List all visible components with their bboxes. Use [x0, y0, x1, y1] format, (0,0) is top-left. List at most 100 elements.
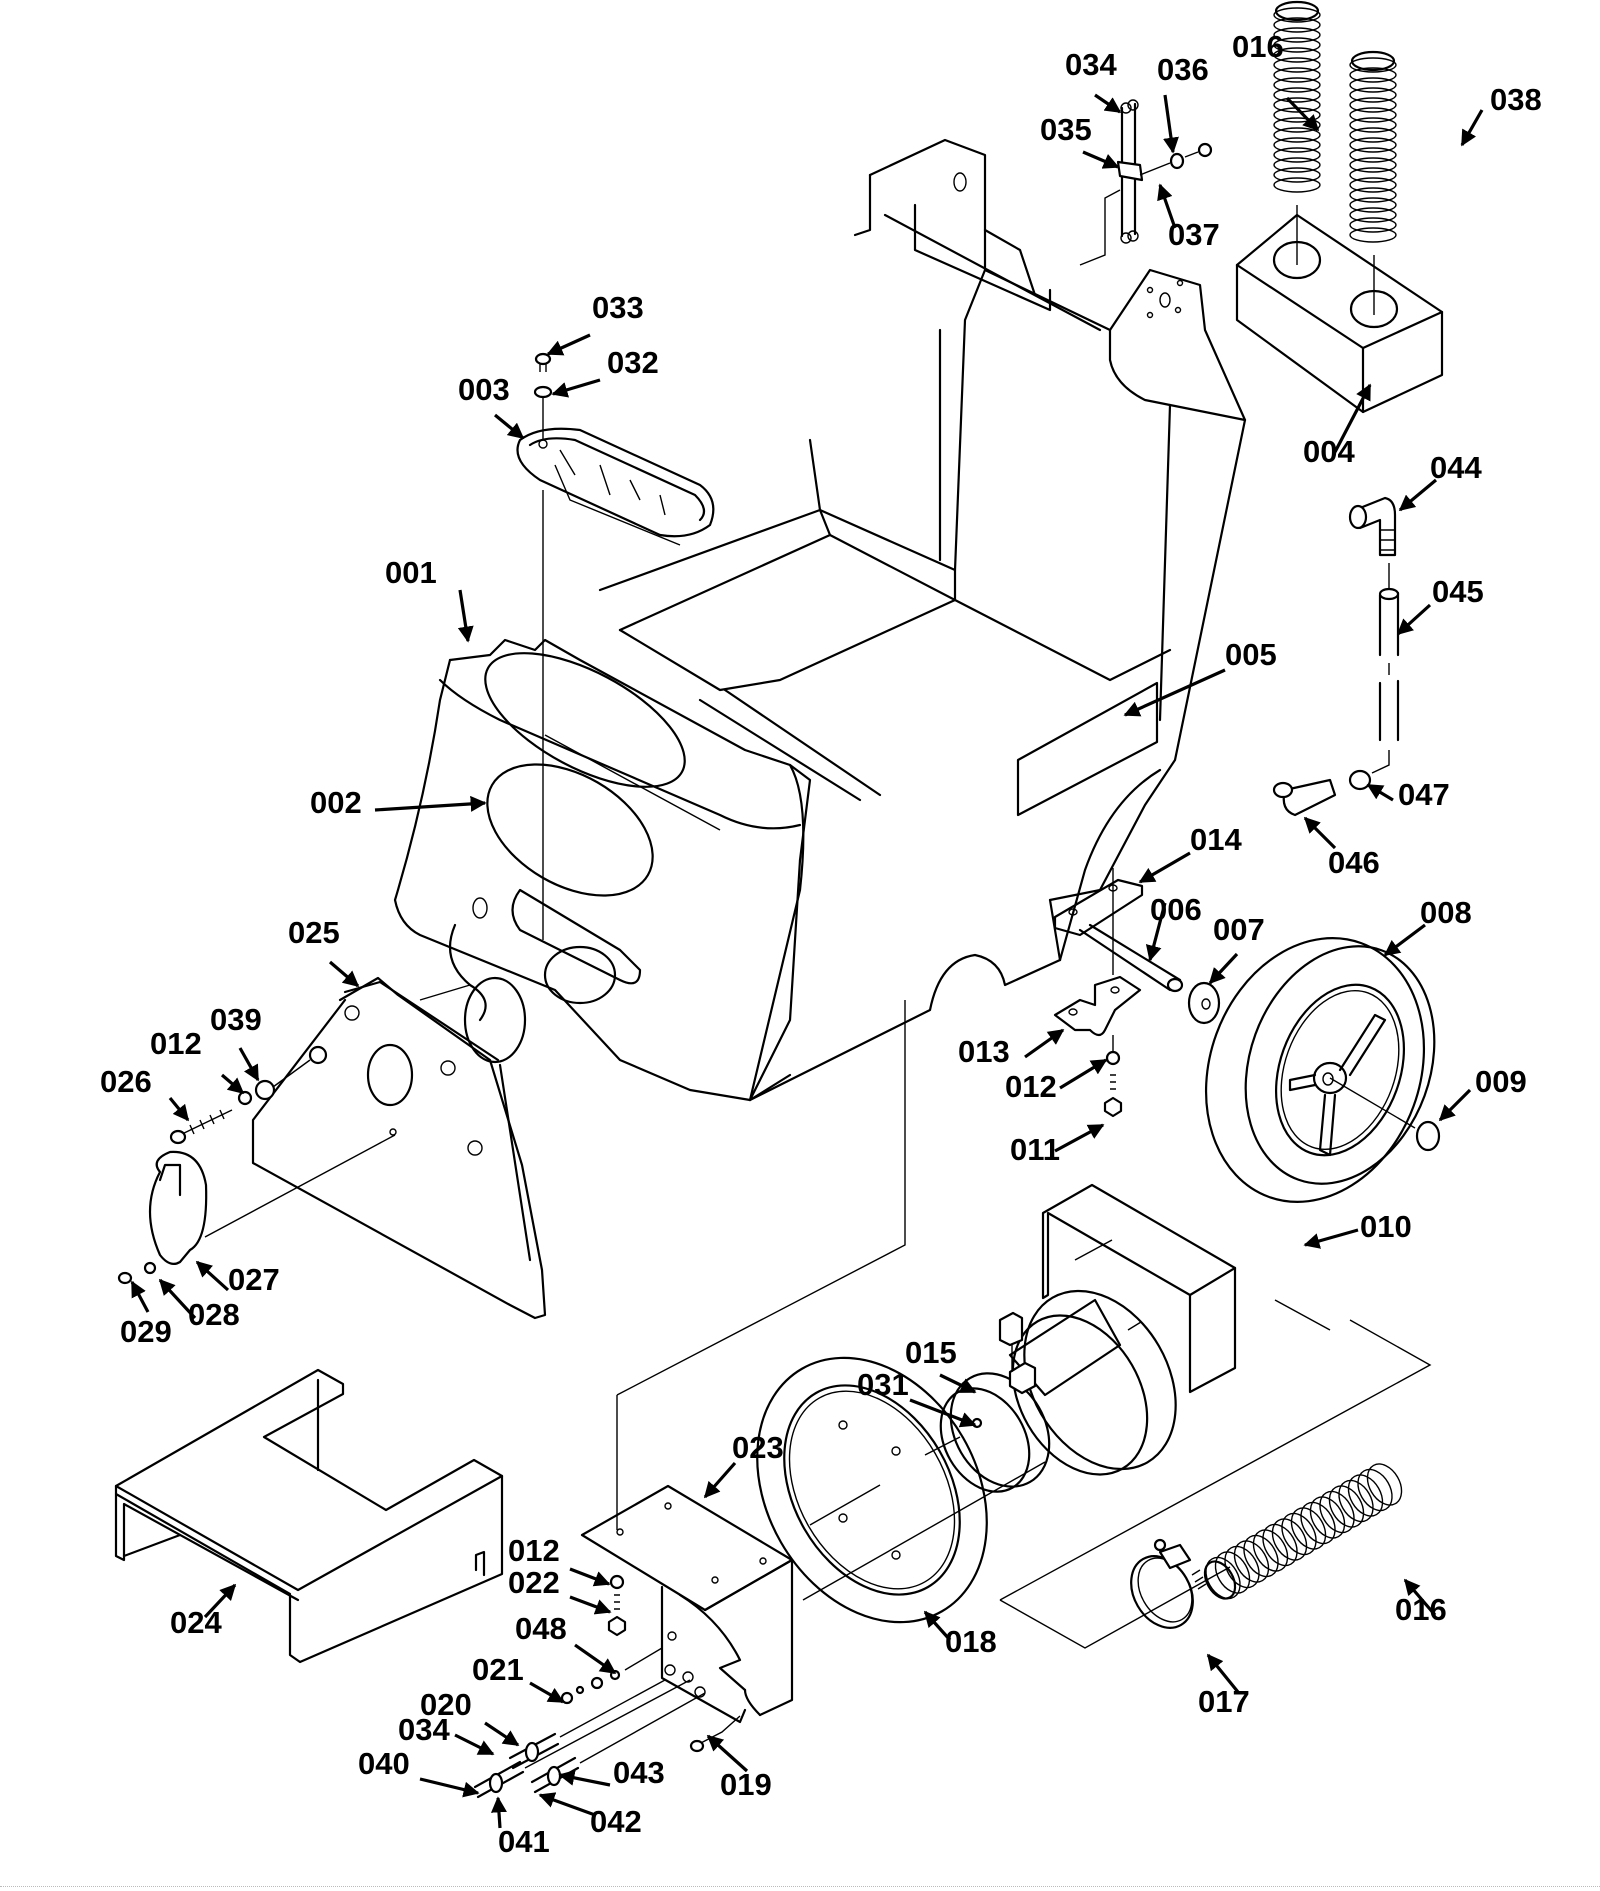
hose-clamp-017	[1130, 1538, 1207, 1629]
part-callout-011: 011	[1010, 1123, 1105, 1167]
leader-arrow	[1333, 383, 1372, 453]
leader-arrow	[1303, 1228, 1359, 1249]
handle-rod-assembly	[1079, 99, 1213, 266]
part-label: 014	[1190, 822, 1242, 857]
part-callout-010: 010	[1303, 1209, 1412, 1249]
leader-arrow	[1206, 1653, 1240, 1694]
part-label: 013	[958, 1034, 1010, 1069]
screw-019	[696, 1715, 741, 1746]
leader-arrow	[1094, 93, 1122, 114]
part-callout-026: 026	[100, 1064, 190, 1122]
part-label: 028	[188, 1297, 240, 1332]
part-label: 006	[1150, 892, 1202, 927]
part-callout-023: 023	[703, 1430, 784, 1499]
part-label: 019	[720, 1767, 772, 1802]
part-callout-015: 015	[905, 1335, 977, 1394]
part-callout-014: 014	[1138, 822, 1242, 884]
base-cover	[114, 1368, 504, 1664]
part-label: 048	[515, 1611, 567, 1646]
part-label: 012	[508, 1533, 560, 1568]
part-callout-037: 037	[1157, 183, 1220, 252]
part-label: 034	[1065, 47, 1117, 82]
part-label: 038	[1490, 82, 1542, 117]
leader-arrow	[490, 1796, 507, 1829]
wheel	[1204, 937, 1436, 1203]
part-label: 047	[1398, 777, 1450, 812]
part-callout-003: 003	[458, 372, 525, 440]
motor-gasket	[756, 1356, 1046, 1624]
part-callout-012: 012	[1005, 1058, 1108, 1104]
part-label: 023	[732, 1430, 784, 1465]
leader-arrow	[1398, 478, 1438, 512]
leader-arrow	[923, 1610, 952, 1642]
part-label: 045	[1432, 574, 1484, 609]
part-label: 029	[120, 1314, 172, 1349]
screw-026	[179, 1109, 233, 1136]
part-label: 022	[508, 1565, 560, 1600]
part-label: 005	[1225, 637, 1277, 672]
part-callout-018: 018	[923, 1610, 997, 1659]
part-callout-002: 002	[310, 785, 487, 820]
part-label: 036	[1157, 52, 1209, 87]
leader-arrow	[1024, 1028, 1065, 1059]
hose-holder-block	[1235, 205, 1444, 414]
leader-arrow	[195, 1260, 230, 1292]
leader-arrow	[1438, 1088, 1472, 1122]
leader-arrow	[1366, 783, 1394, 802]
leader-arrow	[1396, 603, 1432, 636]
part-callout-022: 022	[508, 1565, 612, 1615]
part-label: 003	[458, 372, 510, 407]
washer-039-b	[254, 1079, 276, 1101]
part-label: 012	[1005, 1069, 1057, 1104]
part-callout-034: 034	[1065, 47, 1122, 114]
leader-arrow	[546, 333, 591, 356]
motor-bracket	[580, 1000, 906, 1724]
part-callout-031: 031	[857, 1367, 977, 1428]
leader-arrow	[484, 1721, 520, 1747]
part-callout-017: 017	[1198, 1653, 1250, 1719]
part-label: 021	[472, 1652, 524, 1687]
part-callout-036: 036	[1157, 52, 1209, 154]
leader-arrow	[493, 413, 525, 440]
leader-arrow	[220, 1073, 245, 1095]
motor-cover	[1041, 1183, 1331, 1394]
leader-arrow	[1145, 902, 1167, 962]
main-body	[393, 138, 1247, 1102]
part-label: 016	[1232, 29, 1284, 64]
page-bottom-rule	[0, 1886, 1600, 1887]
part-label: 032	[607, 345, 659, 380]
leader-arrow	[569, 1595, 612, 1615]
leader-arrow	[374, 795, 487, 812]
leader-arrow	[706, 1734, 749, 1773]
leader-arrow	[1460, 109, 1484, 147]
side-plate	[251, 976, 547, 1320]
leader-arrow	[1059, 1058, 1108, 1090]
part-label: 009	[1475, 1064, 1527, 1099]
part-callout-012: 012	[150, 1026, 245, 1095]
leader-arrow	[569, 1567, 611, 1587]
leader-arrow	[574, 1643, 617, 1675]
part-label: 020	[420, 1687, 472, 1722]
washer-039	[308, 1045, 328, 1065]
part-label: 035	[1040, 112, 1092, 147]
leader-arrow	[168, 1096, 190, 1122]
part-label: 010	[1360, 1209, 1412, 1244]
part-callout-021: 021	[472, 1652, 565, 1704]
part-label: 002	[310, 785, 362, 820]
part-label: 017	[1198, 1684, 1250, 1719]
part-callout-016: 016	[1232, 29, 1320, 132]
part-callout-028: 028	[158, 1278, 240, 1332]
leader-arrow	[1157, 183, 1177, 229]
part-callout-035: 035	[1040, 112, 1120, 169]
part-label: 039	[210, 1002, 262, 1037]
part-callout-025: 025	[288, 915, 360, 988]
hose-038	[1349, 50, 1397, 243]
hose-016-top	[1273, 0, 1321, 193]
filter-basket	[516, 427, 715, 546]
part-callout-004: 004	[1303, 383, 1372, 469]
leader-arrow	[454, 1733, 495, 1756]
leader-arrow	[703, 1461, 737, 1499]
part-label: 040	[358, 1746, 410, 1781]
part-callout-033: 033	[546, 290, 644, 356]
